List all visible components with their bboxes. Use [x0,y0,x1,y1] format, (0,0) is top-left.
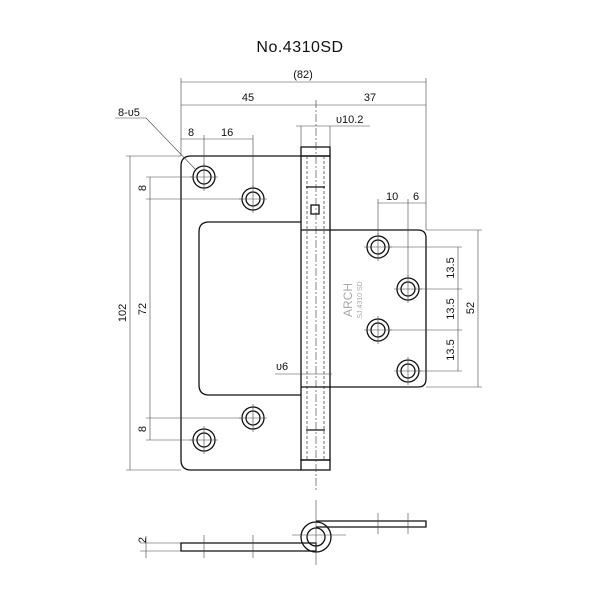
dim-pin-diameter: υ6 [276,361,288,373]
knuckle [300,100,331,490]
screw-hole [364,233,392,261]
engraving-model: SJ.4310 SD [357,281,364,318]
screw-hole [239,185,267,213]
screw-hole [364,316,392,344]
dim-left-top-offset: 8 [137,185,149,191]
screw-holes [190,163,422,454]
dim-right-offset-a: 10 [386,191,398,203]
side-view [180,500,427,565]
dim-left-hole-spacing: 16 [221,127,233,139]
dim-right-pitch-2: 13.5 [445,298,457,319]
dim-overall-height: 102 [117,304,129,322]
screw-hole [394,357,422,385]
engraving-brand: ARCH [341,283,355,317]
dim-hole-spec: 8-υ5 [118,107,140,119]
dim-thickness: 2 [137,537,149,543]
left-leaf-cutout [198,221,301,396]
screw-hole [190,163,218,191]
dim-right-pitch-3: 13.5 [445,339,457,360]
dim-left-hole-offset: 8 [188,127,194,139]
dimension-lines [115,78,482,558]
screw-hole [239,404,267,432]
dim-overall-width: (82) [293,69,313,81]
dim-knuckle-diameter: υ10.2 [336,114,363,126]
dim-left-leaf-width: 45 [242,92,254,104]
screw-hole [190,426,218,454]
dim-left-hole-pitch: 72 [137,303,149,315]
dim-right-offset-b: 6 [413,191,419,203]
right-leaf [330,229,427,388]
dim-right-leaf-height: 52 [465,302,477,314]
dim-left-bottom-offset: 8 [137,426,149,432]
dim-right-leaf-width: 37 [364,92,376,104]
drawing-title: No.4310SD [256,39,343,56]
left-leaf [180,155,301,471]
screw-hole [394,275,422,303]
dim-right-pitch-1: 13.5 [445,257,457,278]
